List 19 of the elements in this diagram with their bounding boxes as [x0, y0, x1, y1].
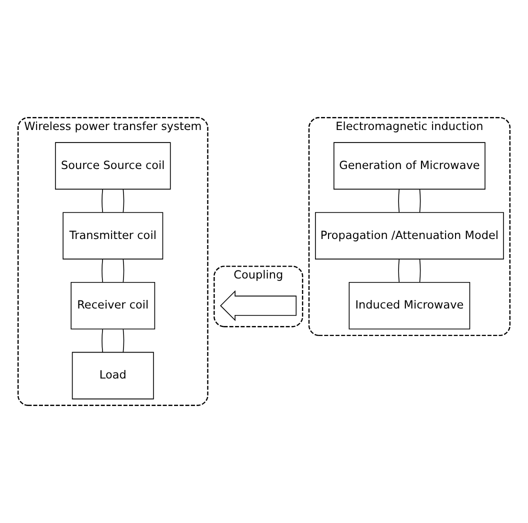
- node-arrow: [220, 290, 297, 322]
- connector: [398, 189, 400, 213]
- connector: [102, 258, 104, 283]
- connector: [122, 189, 124, 213]
- connector: [398, 258, 400, 283]
- connector: [419, 189, 421, 213]
- node-box: Transmitter coil: [62, 212, 164, 260]
- node-box: Receiver coil: [70, 282, 156, 330]
- node-box: Induced Microwave: [348, 282, 470, 330]
- connector: [102, 328, 104, 353]
- node-box: Load: [72, 352, 154, 400]
- connector: [122, 258, 124, 283]
- node-box: Propagation /Attenuation Model: [315, 212, 504, 260]
- cluster: Coupling: [214, 266, 304, 328]
- node-box: Source Source coil: [55, 142, 171, 190]
- connector: [122, 328, 124, 353]
- connector: [102, 189, 104, 213]
- connector: [419, 258, 421, 283]
- node-box: Generation of Microwave: [334, 142, 486, 190]
